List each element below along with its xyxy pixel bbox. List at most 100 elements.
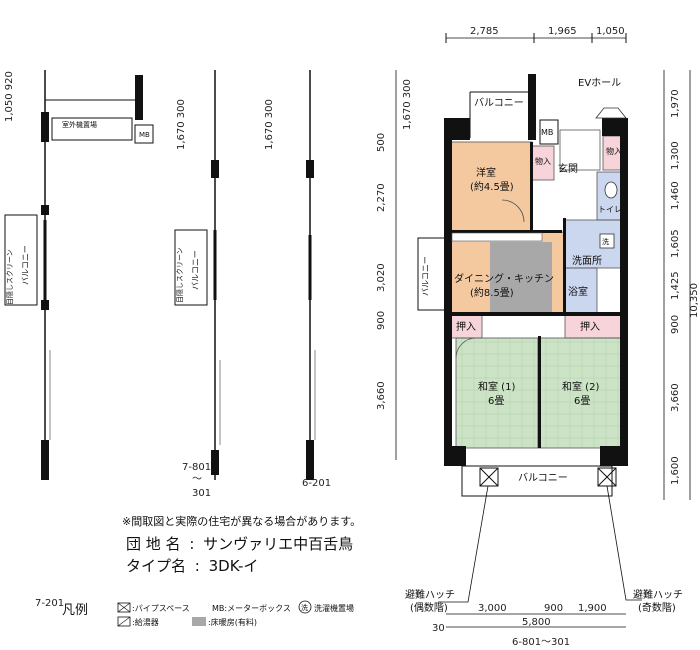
western-size: (約4.5畳) [470, 180, 514, 193]
closet-1-label: 押入 [456, 320, 476, 333]
washroom [565, 220, 625, 268]
dim-top-2: 1,965 [548, 26, 577, 37]
legend-meter: MB:メーターボックス [212, 604, 291, 613]
balcony-top-label: バルコニー [474, 97, 524, 109]
balcony-label-a: バルコニー [21, 245, 30, 285]
western-label: 洋室 [476, 166, 496, 179]
dim-left-5: 900 [376, 311, 387, 330]
bath-label: 浴室 [568, 285, 588, 298]
western-room [450, 142, 532, 232]
legend-laundry-icon: 洗 [301, 603, 308, 612]
dining-size: (約8.5畳) [470, 286, 514, 299]
plan-a: 室外機置場 MB 目隠しスクリーン バルコニー 1,050 920 7-201 [4, 70, 154, 609]
ev-hall-label: EVホール [578, 77, 621, 89]
complex-name: サンヴァリエ中百舌鳥 [203, 535, 354, 553]
balcony-bottom-label: バルコニー [518, 472, 568, 484]
plan-b-top: 7-801 [182, 462, 211, 473]
jp2-size: 6畳 [574, 395, 590, 407]
laundry-symbol [298, 600, 312, 614]
dim-right-total: 10,350 [689, 283, 700, 318]
type-row: タイプ名 : 3DK-イ [126, 555, 258, 576]
closet-1 [450, 314, 482, 338]
storage-1 [532, 146, 554, 180]
storage-2 [603, 136, 625, 170]
dim-left-6: 3,660 [376, 381, 387, 410]
hatch-left-label: 避難ハッチ [405, 588, 455, 601]
type-name: 3DK-イ [208, 557, 259, 575]
legend-water-heater: :給湯器 [132, 617, 159, 627]
dim-bottom-3: 1,900 [578, 603, 607, 614]
japanese-room-2 [538, 338, 625, 448]
type-colon: : [194, 557, 200, 575]
closet-2 [565, 314, 625, 338]
main-plan: 洗 洋室 (約4.5畳) ダイニング・キッチン (約8.5畳) 洗面所 浴室 ト… [376, 26, 700, 648]
dim-right-2: 1,300 [670, 141, 681, 170]
hatch-right-label: 避難ハッチ [633, 588, 683, 601]
dim-b-left: 1,670 300 [176, 99, 187, 150]
laundry-icon: 洗 [602, 237, 609, 246]
closet-2-label: 押入 [580, 320, 600, 333]
dim-bottom-offset: 30 [432, 623, 445, 634]
floor-heating-area [490, 242, 552, 314]
complex-row: 団 地 名 : サンヴァリエ中百舌鳥 [126, 533, 353, 554]
legend-floor-heating: :床暖房(有料) [208, 617, 257, 627]
complex-colon: : [189, 535, 195, 553]
plan-b-bottom: 301 [192, 488, 211, 499]
jp2-label: 和室 (2) [562, 380, 599, 393]
screen-label-a: 目隠しスクリーン [5, 249, 14, 305]
bathroom [565, 268, 597, 314]
dim-right-1: 1,970 [670, 89, 681, 118]
plan-b-mid: 〜 [192, 474, 202, 485]
dim-top-3: 1,050 [596, 26, 625, 37]
washroom-label: 洗面所 [572, 255, 602, 267]
entrance-label: 玄関 [558, 162, 578, 175]
screen-label-b: 目隠しスクリーン [175, 247, 184, 303]
dim-left-1: 1,670 300 [402, 79, 413, 130]
dim-left-3: 2,270 [376, 183, 387, 212]
legend-laundry: 洗濯機置場 [314, 603, 354, 613]
dim-right-6: 900 [670, 315, 681, 334]
type-label: タイプ名 [126, 557, 187, 575]
plan-c-label: 6-201 [302, 478, 331, 489]
dim-top-1: 2,785 [470, 26, 499, 37]
jp1-size: 6畳 [488, 395, 504, 407]
legend-pipe: :パイプスペース [132, 604, 190, 613]
dim-right-3: 1,460 [670, 181, 681, 210]
jp1-label: 和室 (1) [478, 380, 515, 393]
legend: :パイプスペース MB:メーターボックス 洗 洗濯機置場 :給湯器 :床暖房(有… [117, 600, 354, 627]
plan-b: 目隠しスクリーン バルコニー 1,670 300 7-801 〜 301 [174, 70, 221, 499]
dim-bottom-2: 900 [544, 603, 563, 614]
hatch-left-sub: (偶数階) [410, 601, 448, 614]
water-heater-symbol [117, 616, 131, 627]
balcony-side-label: バルコニー [421, 256, 430, 296]
hatch-left-box [479, 467, 499, 487]
storage-2-label: 物入 [606, 146, 622, 156]
complex-label: 団 地 名 [126, 535, 181, 553]
floor-heating-symbol [192, 617, 206, 626]
balcony-label-b: バルコニー [191, 250, 200, 290]
disclaimer-note: ※間取図と実際の住宅が異なる場合があります。 [122, 515, 362, 528]
toilet-label: トイレ [598, 205, 622, 214]
dim-right-4: 1,605 [670, 229, 681, 258]
outdoor-unit-label: 室外機置場 [62, 120, 97, 129]
pipe-space-symbol [117, 602, 131, 613]
dim-right-7: 3,660 [670, 383, 681, 412]
dining-label: ダイニング・キッチン [454, 272, 554, 285]
mb-label: MB [541, 128, 553, 137]
dim-c-left: 1,670 300 [264, 99, 275, 150]
dim-a-left: 1,050 920 [4, 71, 15, 122]
dim-left-4: 3,020 [376, 263, 387, 292]
legend-title: 凡例 [62, 603, 89, 618]
plan-main-label: 6-801〜301 [512, 637, 570, 648]
plan-a-label: 7-201 [35, 598, 64, 609]
dim-bottom-total: 5,800 [522, 617, 551, 628]
dim-right-8: 1,600 [670, 456, 681, 485]
dim-left-2: 500 [376, 133, 387, 152]
plan-c: 1,670 300 6-201 [264, 70, 331, 489]
japanese-room-1 [456, 338, 538, 448]
mb-label-a: MB [139, 131, 150, 139]
dim-right-5: 1,425 [670, 271, 681, 300]
storage-1-label: 物入 [535, 156, 551, 166]
